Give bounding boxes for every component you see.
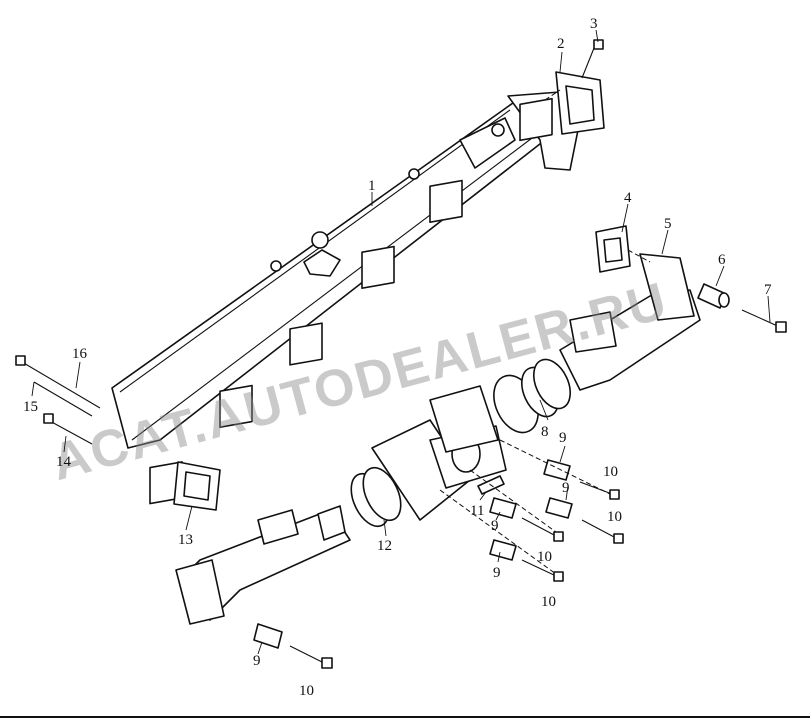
callout-9: 9	[491, 518, 499, 534]
callout-10: 10	[607, 509, 622, 525]
callout-6: 6	[718, 252, 726, 268]
callout-11: 11	[470, 503, 484, 519]
gasket-front	[173, 461, 221, 511]
callout-10: 10	[537, 549, 552, 565]
callout-8: 8	[541, 424, 549, 440]
gasket-rear	[595, 225, 651, 273]
bolt-top	[581, 39, 604, 79]
intake-manifold	[111, 91, 581, 505]
gasket-top	[544, 71, 605, 135]
callout-9: 9	[253, 653, 261, 669]
callout-9: 9	[562, 480, 570, 496]
sleeves-and-bolts	[253, 459, 624, 669]
callout-2: 2	[557, 36, 565, 52]
callout-9: 9	[559, 430, 567, 446]
callout-14: 14	[56, 454, 72, 470]
bolt-rear	[741, 309, 787, 333]
leader-lines	[31, 29, 771, 655]
callout-1: 1	[368, 178, 376, 194]
callout-13: 13	[178, 532, 193, 548]
callout-10: 10	[603, 464, 618, 480]
callout-12: 12	[377, 538, 392, 554]
callout-7: 7	[764, 282, 772, 298]
callout-15: 15	[23, 399, 38, 415]
callout-10: 10	[299, 683, 314, 699]
callout-10: 10	[541, 594, 556, 610]
sleeve-rear	[697, 283, 730, 309]
callouts: 1 2 3 4 5 6 7 8 9 9 9 9 9 10 10 10 10 10…	[23, 16, 772, 699]
callout-5: 5	[664, 216, 672, 232]
assembly-lines	[439, 439, 611, 575]
callout-16: 16	[72, 346, 88, 362]
studs-front	[15, 355, 101, 445]
callout-9: 9	[493, 565, 501, 581]
exhaust-manifold	[175, 253, 701, 625]
callout-3: 3	[590, 16, 598, 32]
callout-4: 4	[624, 190, 632, 206]
